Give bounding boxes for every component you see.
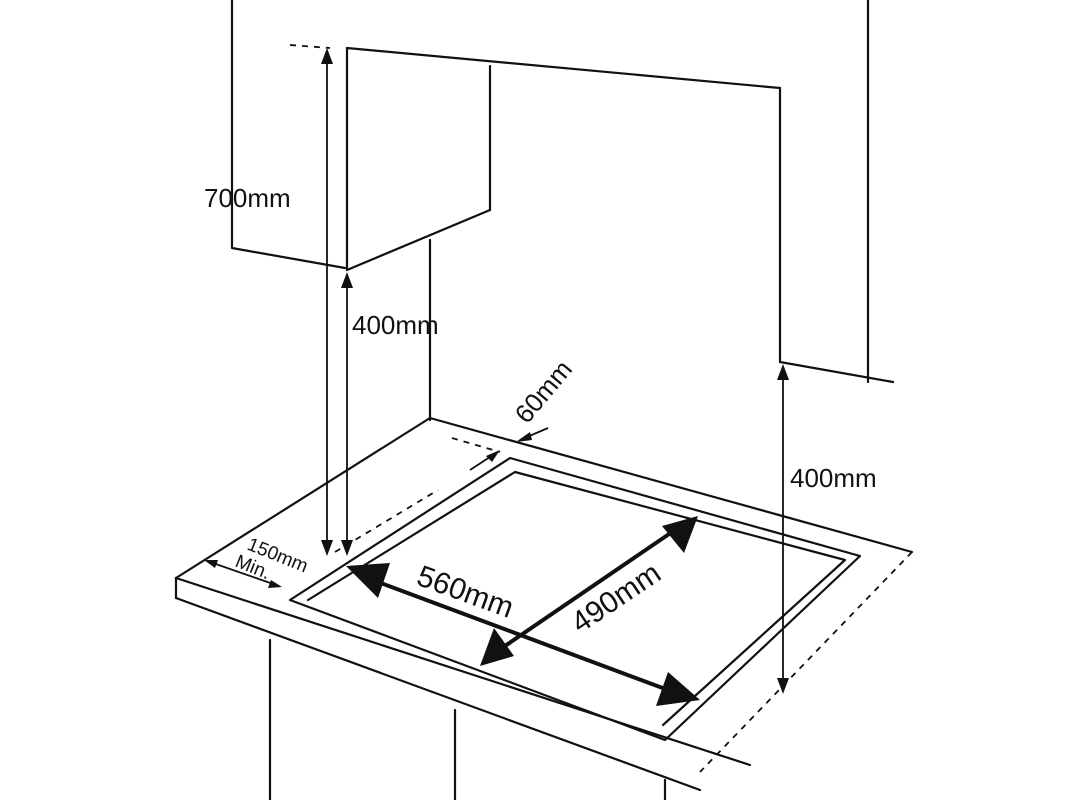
rear-gap-label: 60mm [509, 354, 578, 429]
worktop [174, 416, 914, 800]
side-gap-dimension [204, 560, 282, 588]
rear-gap-dimension [469, 427, 549, 471]
side-clearance-label: 400mm [790, 463, 877, 493]
wall-cabinet [230, 0, 347, 270]
guide-lines [289, 44, 913, 773]
right-wall-cabinet [778, 0, 895, 384]
hood-height-dimension [321, 48, 353, 556]
cutout-depth-arrow [480, 516, 698, 666]
cutout-width-arrow [346, 563, 700, 706]
side-clearance-dimension [777, 364, 789, 694]
range-hood [345, 46, 782, 422]
hood-clearance-label: 400mm [352, 310, 439, 340]
hob-cutout [288, 456, 862, 742]
hood-height-label: 700mm [204, 183, 291, 213]
